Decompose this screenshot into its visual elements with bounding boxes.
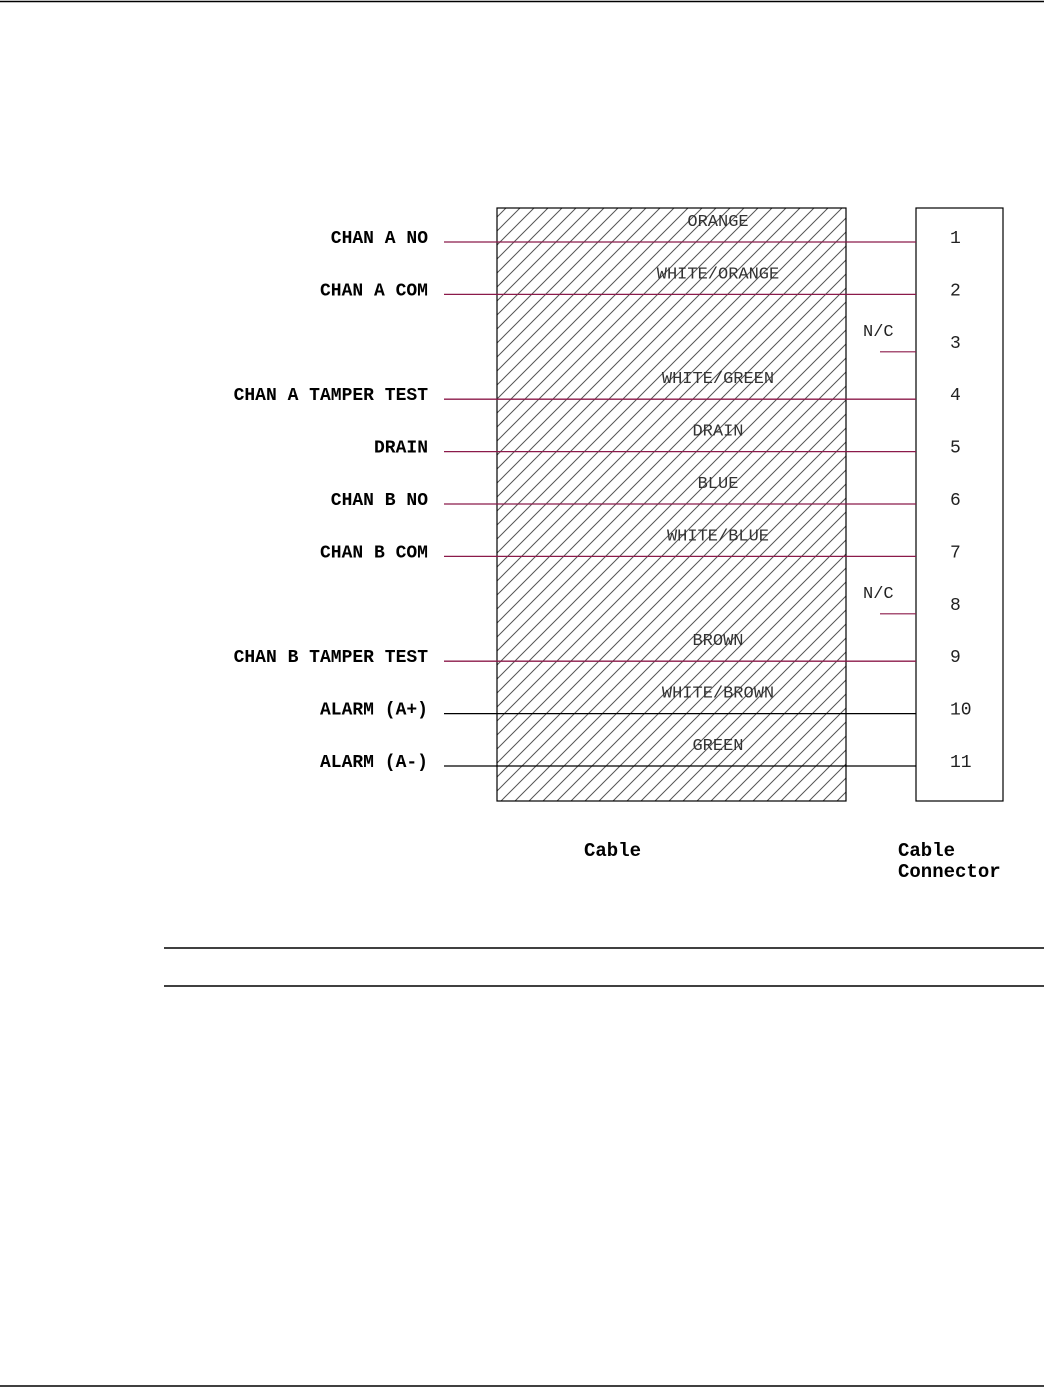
wire-color-chan-a-tamper-test: WHITE/GREEN (662, 370, 774, 389)
connector-pin-3: 3 (950, 334, 961, 354)
signal-label-chan-b-com: CHAN B COM (320, 543, 428, 563)
wire-color-chan-a-com: WHITE/ORANGE (657, 265, 779, 284)
connector-pin-5: 5 (950, 439, 961, 459)
connector-pin-10: 10 (950, 701, 972, 721)
signal-label-alarm-a: ALARM (A-) (320, 753, 428, 773)
wire-color-alarm-a: WHITE/BROWN (662, 685, 774, 704)
cable-connector-caption-line1: Cable (898, 840, 955, 862)
wire-color-alarm-a: GREEN (692, 737, 743, 756)
connector-pin-7: 7 (950, 543, 961, 563)
wire-color-chan-b-no: BLUE (698, 475, 739, 494)
connector-pin-4: 4 (950, 386, 961, 406)
signal-label-chan-b-tamper-test: CHAN B TAMPER TEST (234, 648, 429, 668)
wire-color-chan-b-com: WHITE/BLUE (667, 527, 769, 546)
connector-pin-1: 1 (950, 229, 961, 249)
signal-label-chan-a-no: CHAN A NO (331, 229, 428, 249)
signal-label-alarm-a: ALARM (A+) (320, 701, 428, 721)
connector-pin-6: 6 (950, 491, 961, 511)
cable-connector-caption-line2: Connector (898, 861, 1001, 883)
wire-color-chan-b-tamper-test: BROWN (692, 632, 743, 651)
signal-label-chan-b-no: CHAN B NO (331, 491, 428, 511)
connector-pin-11: 11 (950, 753, 972, 773)
wire-color-chan-a-no: ORANGE (687, 213, 748, 232)
connector-pin-9: 9 (950, 648, 961, 668)
connector-pin-2: 2 (950, 281, 961, 301)
connector-pin-8: 8 (950, 596, 961, 616)
signal-label-chan-a-tamper-test: CHAN A TAMPER TEST (234, 386, 429, 406)
cable-caption: Cable (584, 840, 641, 862)
wire-color-drain: DRAIN (692, 423, 743, 442)
signal-label-chan-a-com: CHAN A COM (320, 281, 428, 301)
signal-label-drain: DRAIN (374, 439, 428, 459)
nc-label-pin-8: N/C (863, 585, 894, 604)
nc-label-pin-3: N/C (863, 323, 894, 342)
